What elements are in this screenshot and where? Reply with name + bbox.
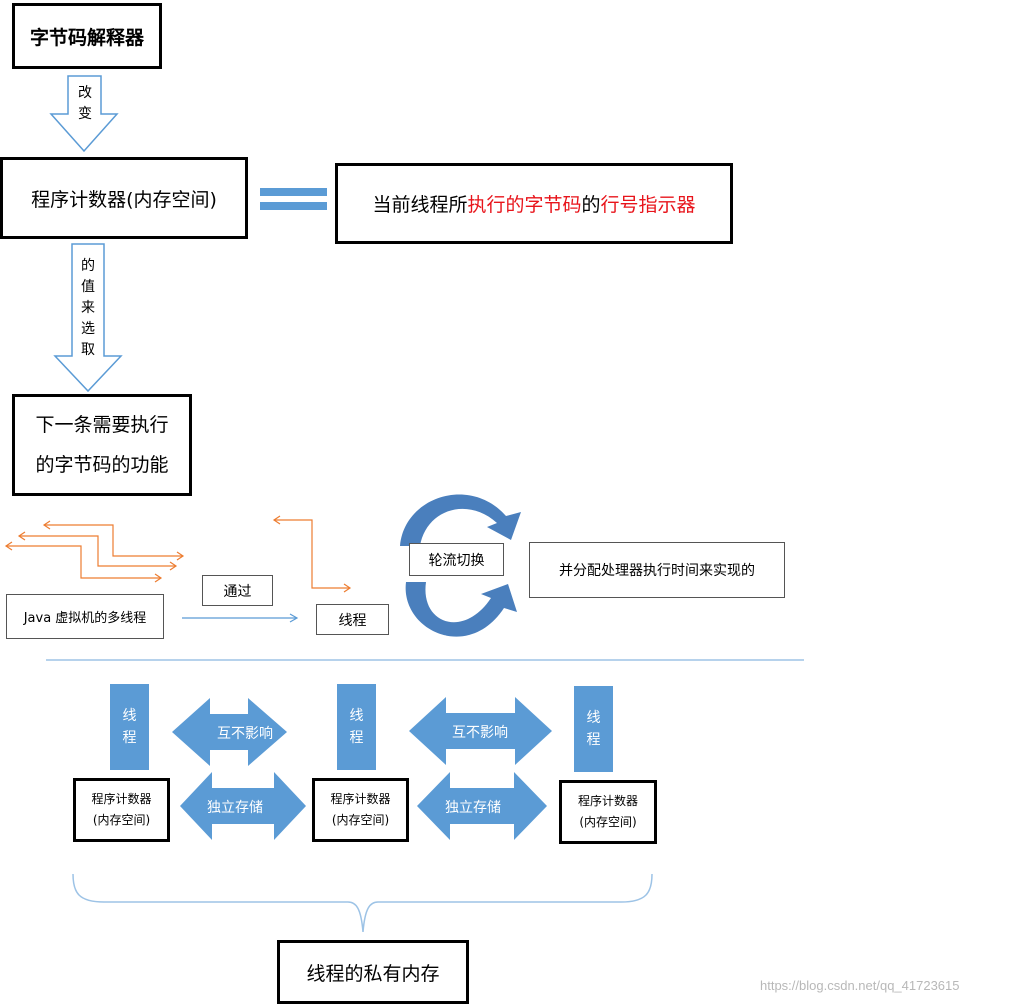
equals-bar-bottom xyxy=(260,202,327,210)
allocate-time-label: 并分配处理器执行时间来实现的 xyxy=(559,563,755,579)
orange-connector-3 xyxy=(6,545,161,579)
no-influence-arrow-1-icon xyxy=(172,698,287,766)
orange-arrowhead-4 xyxy=(176,551,185,561)
no-influence-label-2: 互不影响 xyxy=(452,725,508,741)
line-indicator-highlight-2: 行号指示器 xyxy=(600,194,696,216)
thread-3-char-2: 程 xyxy=(586,732,601,748)
jvm-multithread-box: Java 虚拟机的多线程 xyxy=(6,594,164,639)
bytecode-interpreter-label: 字节码解释器 xyxy=(29,26,144,49)
private-memory-label: 线程的私有内存 xyxy=(306,962,440,985)
value-select-char-2: 值 xyxy=(81,279,95,295)
thread-3-pc-line-2: (内存空间) xyxy=(579,815,637,829)
thread-3-pc-line-1: 程序计数器 xyxy=(577,794,638,808)
via-label: 通过 xyxy=(223,583,252,600)
thread-1-char-2: 程 xyxy=(122,730,137,746)
round-robin-label: 轮流切换 xyxy=(428,552,485,569)
round-robin-box: 轮流切换 xyxy=(409,543,504,576)
line-indicator-mid: 的 xyxy=(581,194,601,216)
watermark-text: https://blog.csdn.net/qq_41723615 xyxy=(760,978,960,993)
thread-3-bar: 线 程 xyxy=(574,686,613,772)
allocate-time-box: 并分配处理器执行时间来实现的 xyxy=(529,542,785,598)
thread-3-pc-box: 程序计数器 (内存空间) xyxy=(559,780,657,844)
orange-connectors xyxy=(4,515,352,593)
next-instruction-line-2: 的字节码的功能 xyxy=(35,454,169,476)
via-arrowhead-icon xyxy=(289,613,299,623)
thread-box: 线程 xyxy=(316,604,389,635)
thread-2-pc-line-2: (内存空间) xyxy=(331,813,390,827)
thread-2-char-2: 程 xyxy=(349,730,364,746)
independent-storage-arrow-1-icon xyxy=(180,772,306,840)
no-influence-label-1: 互不影响 xyxy=(217,726,273,742)
thread-1-bar: 线 程 xyxy=(110,684,149,770)
cycle-arrow-bottom-icon xyxy=(405,582,517,637)
private-memory-brace xyxy=(72,873,653,933)
line-indicator-label: 当前线程所执行的字节码的行号指示器 xyxy=(372,190,695,217)
orange-arrowhead-8 xyxy=(343,583,352,593)
change-arrow-icon xyxy=(49,75,119,153)
orange-arrowhead-3 xyxy=(4,541,13,551)
value-select-char-3: 来 xyxy=(81,300,95,316)
independent-storage-label-2: 独立存储 xyxy=(445,800,501,816)
thread-1-char-1: 线 xyxy=(122,708,137,724)
thread-1-pc-box: 程序计数器 (内存空间) xyxy=(73,778,170,842)
via-box: 通过 xyxy=(202,575,273,606)
orange-connector-4 xyxy=(274,519,350,589)
line-indicator-highlight-1: 执行的字节码 xyxy=(467,194,582,216)
change-label-char-2: 变 xyxy=(78,106,92,122)
thread-3-char-1: 线 xyxy=(586,710,601,726)
orange-arrowhead-1 xyxy=(42,520,51,530)
no-influence-arrow-2-icon xyxy=(409,697,552,765)
thread-2-pc-box: 程序计数器 (内存空间) xyxy=(312,778,409,842)
independent-storage-arrow-2-icon xyxy=(417,772,547,840)
value-select-char-5: 取 xyxy=(81,342,95,358)
orange-arrowhead-2 xyxy=(17,531,26,541)
value-select-label: 的 值 来 选 取 xyxy=(77,256,99,361)
value-select-char-1: 的 xyxy=(81,258,95,274)
jvm-multithread-label: Java 虚拟机的多线程 xyxy=(23,611,147,626)
value-select-char-4: 选 xyxy=(81,321,95,337)
thread-1-pc-line-2: (内存空间) xyxy=(92,813,151,827)
value-select-arrow-icon xyxy=(53,243,123,393)
next-instruction-line-1: 下一条需要执行 xyxy=(35,414,169,436)
pc-register-label: 程序计数器(内存空间) xyxy=(31,188,217,211)
line-indicator-prefix: 当前线程所 xyxy=(372,194,468,216)
bytecode-interpreter-box: 字节码解释器 xyxy=(12,3,162,69)
orange-arrowhead-6 xyxy=(154,573,163,583)
equals-bar-top xyxy=(260,188,327,196)
line-indicator-box: 当前线程所执行的字节码的行号指示器 xyxy=(335,163,733,244)
change-label-char-1: 改 xyxy=(78,85,92,101)
thread-2-pc-line-1: 程序计数器 xyxy=(330,792,391,806)
orange-arrowhead-5 xyxy=(169,561,178,571)
next-instruction-box: 下一条需要执行 的字节码的功能 xyxy=(12,394,192,496)
thread-1-pc-line-1: 程序计数器 xyxy=(91,792,152,806)
orange-arrowhead-7 xyxy=(272,515,281,525)
orange-connector-1 xyxy=(44,524,183,557)
cycle-arrow-top-icon xyxy=(400,494,521,546)
pc-register-box: 程序计数器(内存空间) xyxy=(0,157,248,239)
thread-2-bar: 线 程 xyxy=(337,684,376,770)
change-label: 改 变 xyxy=(74,83,96,125)
independent-storage-label-1: 独立存储 xyxy=(207,800,263,816)
private-memory-box: 线程的私有内存 xyxy=(277,940,469,1004)
thread-2-char-1: 线 xyxy=(349,708,364,724)
orange-connector-2 xyxy=(19,535,176,567)
thread-label: 线程 xyxy=(338,612,367,629)
